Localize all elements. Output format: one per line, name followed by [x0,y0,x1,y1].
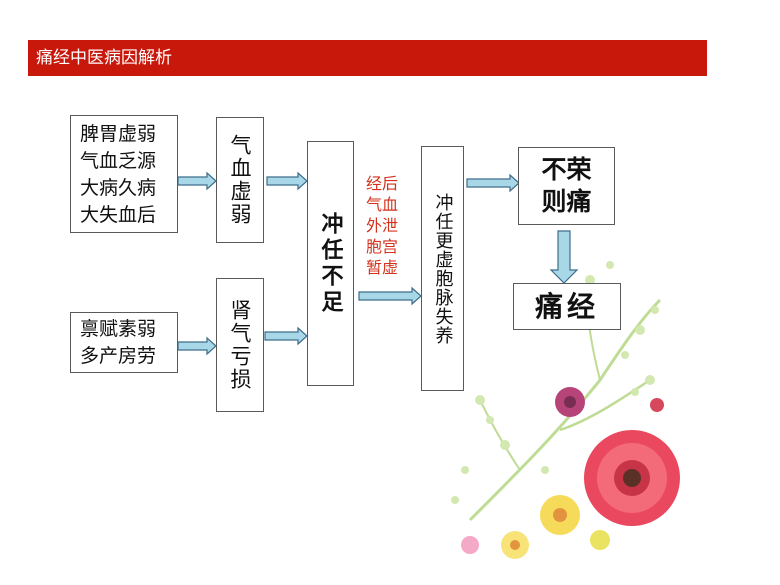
outcome-text: 不荣 [541,155,592,184]
arrow-icon [177,336,217,356]
note-line: 外泄 [366,216,399,235]
page-title: 痛经中医病因解析 [36,48,172,68]
cause-text: 大病久病 [80,177,157,199]
result-text: 冲任更虚胞脉失养 [432,192,454,345]
chong-ren-insufficient-box: 冲任不足 [307,141,354,386]
cause-text: 禀赋素弱 [80,318,157,340]
arrow-icon [358,286,422,306]
outcome-text: 则痛 [541,187,592,216]
dysmenorrhea-box: 痛经 [513,283,621,330]
cause-text: 大失血后 [80,204,157,226]
arrow-icon [264,326,308,346]
final-text: 痛经 [534,290,599,323]
note-line: 暂虚 [366,258,399,277]
title-bar: 痛经中医病因解析 [28,40,707,76]
arrow-icon [549,230,579,284]
arrow-icon [266,171,308,191]
center-text: 冲任不足 [317,211,344,316]
cause-text: 多产房劳 [80,345,157,367]
not-nourished-pain-box: 不荣 则痛 [518,147,615,225]
uterine-vessels-box: 冲任更虚胞脉失养 [421,146,464,391]
note-line: 胞宫 [366,237,399,256]
causes-top-box: 脾胃虚弱 气血乏源 大病久病 大失血后 [70,115,178,233]
qi-blood-deficiency-box: 气血虚弱 [216,117,264,243]
note-line: 经后 [366,174,399,193]
note-line: 气血 [366,195,399,214]
mid-top-text: 气血虚弱 [228,134,252,226]
cause-text: 气血乏源 [80,150,157,172]
arrow-icon [466,173,520,193]
mid-bottom-text: 肾气亏损 [228,299,252,391]
post-menstrual-note: 经后 气血 外泄 胞宫 暂虚 [366,173,398,278]
arrow-icon [177,171,217,191]
cause-text: 脾胃虚弱 [80,123,157,145]
causes-bottom-box: 禀赋素弱 多产房劳 [70,312,178,373]
kidney-qi-deficiency-box: 肾气亏损 [216,278,264,412]
